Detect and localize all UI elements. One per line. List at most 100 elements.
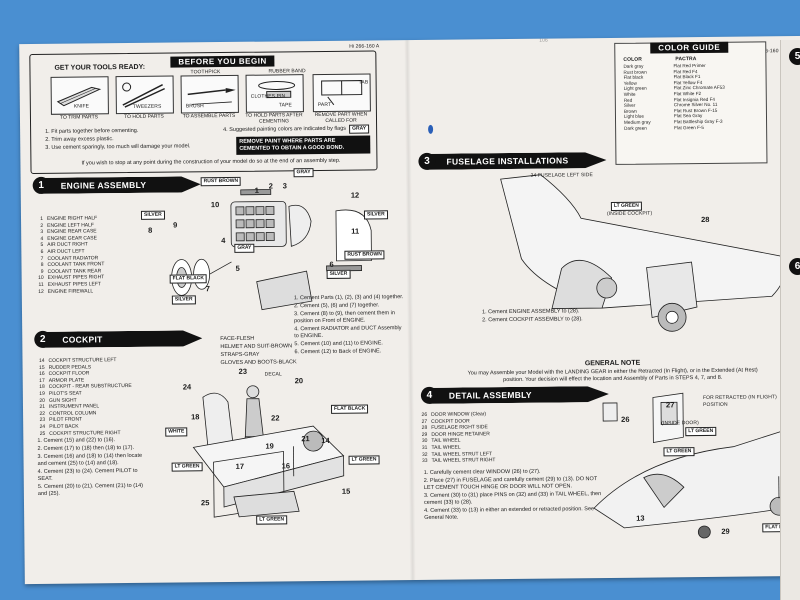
callout-7: 7	[205, 284, 210, 294]
step-6-number: 6	[789, 258, 800, 275]
callout-11: 11	[351, 226, 360, 236]
inside-cockpit-note: (INSIDE COCKPIT)	[606, 210, 653, 218]
flag-lt-green: LT GREEN	[171, 462, 203, 472]
flag-gray: GRAY	[293, 168, 314, 178]
brush-caption: TO ASSEMBLE PARTS	[182, 112, 236, 120]
callout-15: 15	[341, 486, 351, 496]
instruction: 1. Cement (15) and (22) to (16).	[37, 437, 116, 444]
callout-1: 1	[254, 185, 259, 195]
tips-list: 1. Fit parts together before cementing. …	[45, 127, 245, 153]
instruction: 3. Cement (8) to (9), then cement them i…	[294, 310, 395, 325]
instruction: 1. Cement Parts (1), (2), (3) and (4) to…	[293, 294, 404, 302]
tools-header: GET YOUR TOOLS READY:	[54, 63, 146, 72]
callout-18: 18	[191, 412, 200, 422]
flag-rust-brown: RUST BROWN	[344, 250, 385, 260]
flag-rust-brown: RUST BROWN	[200, 176, 242, 187]
page-crease	[404, 40, 416, 581]
part-label: PART	[317, 101, 332, 109]
step-5-number: 5	[789, 48, 800, 65]
step-4-instructions: 1. Carefully cement clear WINDOW (26) to…	[424, 468, 605, 523]
instruction: 5. Cement (20) to (21). Cement (21) to (…	[37, 482, 144, 497]
callout-10: 10	[210, 200, 220, 210]
callout-21: 21	[301, 434, 310, 444]
callout-26: 26	[621, 414, 630, 424]
flag-lt-green: LT GREEN	[256, 515, 288, 525]
callout-12: 12	[350, 190, 360, 200]
before-you-begin-title: BEFORE YOU BEGIN	[170, 55, 275, 68]
callout-29: 29	[721, 526, 730, 536]
callout-6: 6	[329, 259, 334, 269]
callout-5: 5	[235, 263, 240, 273]
ink-mark	[428, 124, 434, 134]
tweezers-icon	[122, 82, 165, 108]
general-note-text: You may Assemble your Model with the LAN…	[467, 366, 758, 383]
clothespin-tool-box: CLOTHES PIN TAPE	[245, 74, 304, 113]
toothpick-label: TOOTHPICK	[190, 69, 221, 76]
flag-lt-green: LT GREEN	[685, 426, 717, 437]
part-tool-box: PART	[312, 73, 371, 113]
flag-sample: GRAY	[349, 124, 370, 134]
callout-25: 25	[200, 498, 210, 508]
callout-2: 2	[268, 181, 273, 191]
knife-caption: TO TRIM PARTS	[59, 114, 98, 121]
knife-tool-box: KNIFE	[50, 76, 109, 115]
color-guide-title: COLOR GUIDE	[650, 41, 729, 54]
tip-3: 3. Use cement sparingly, too much will d…	[45, 143, 191, 151]
remove-paint-note: REMOVE PAINT WHERE PARTS ARE CEMENTED TO…	[236, 135, 371, 155]
instruction: 4. Cement (23) to (24). Cement PILOT to …	[37, 467, 138, 482]
instruction: 4. Cement (33) to (13) in either an exte…	[424, 506, 595, 521]
callout-19: 19	[265, 441, 274, 451]
tab-label: TAB	[358, 79, 369, 86]
step-4-number: 4	[420, 386, 438, 404]
instruction: 2. Cement (17) to (18) then (18) to (17)…	[37, 444, 135, 452]
tweezers-label: TWEEZERS	[132, 103, 162, 110]
step-2-number: 2	[34, 330, 52, 349]
inside-door-note: (INSIDE DOOR)	[661, 420, 699, 427]
detail-drawing	[593, 392, 800, 539]
instruction-sheet: Hi 266-160 A 106 H 266-160 GET YOUR TOOL…	[19, 35, 800, 585]
clothespin-label: CLOTHES PIN	[250, 93, 286, 100]
callout-3: 3	[282, 181, 287, 191]
brush-icon	[187, 87, 236, 105]
callout-9: 9	[173, 220, 178, 230]
instruction: 3. Cement (16) and (18) to (14) then loc…	[37, 452, 143, 467]
callout-4: 4	[221, 236, 226, 246]
callout-20: 20	[294, 376, 304, 386]
tweezers-tool-box: TWEEZERS	[115, 75, 174, 115]
callout-24: 24	[182, 382, 192, 392]
tip-4: 4. Suggested painting colors are indicat…	[223, 125, 347, 134]
flag-lt-green: LT GREEN	[348, 455, 380, 465]
callout-17: 17	[235, 461, 245, 471]
flag-gray: GRAY	[234, 243, 255, 253]
engine-drawing	[171, 189, 372, 311]
knife-label: KNIFE	[73, 103, 90, 110]
flag-silver: SILVER	[140, 210, 165, 220]
fuselage-side-label: 24 FUSELAGE LEFT SIDE	[530, 172, 593, 179]
instruction: 3. Cement (30) to (31) place PINS on (32…	[423, 491, 602, 506]
instruction: 2. Place (27) in FUSELAGE and carefully …	[423, 476, 598, 491]
tweezers-caption: TO HOLD PARTS	[124, 113, 164, 121]
flag-silver: SILVER	[326, 269, 351, 279]
step-3-instructions: 1. Cement ENGINE ASSEMBLY to (28). 2. Ce…	[482, 308, 632, 326]
step-2-title: COCKPIT	[42, 330, 202, 348]
flag-silver: SILVER	[363, 210, 388, 220]
flag-white: WHITE	[165, 427, 188, 437]
cockpit-drawing	[192, 385, 345, 518]
callout-16: 16	[281, 461, 291, 471]
brush-label: BRUSH	[185, 103, 204, 110]
callout-28: 28	[701, 214, 710, 225]
pactra-column-header: PACTRA	[675, 56, 697, 63]
clothespin-caption: TO HOLD PARTS AFTER CEMENTING	[245, 112, 303, 125]
callout-23: 23	[238, 366, 248, 376]
flag-lt-green: LT GREEN	[610, 201, 642, 211]
flag-lt-green: LT GREEN	[663, 447, 695, 457]
